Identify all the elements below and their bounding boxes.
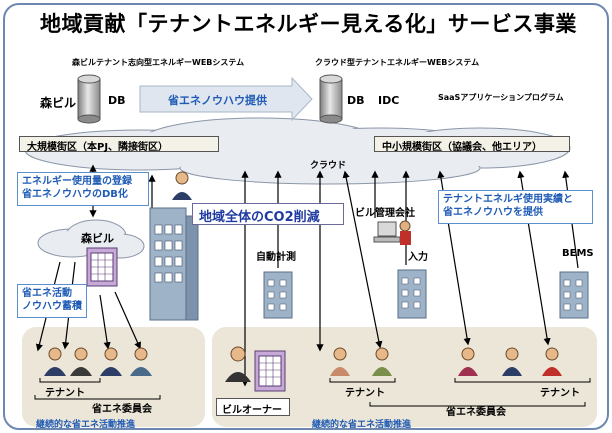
bottom-panel-left	[22, 327, 205, 427]
provide-note: テナントエネルギ使用実績と 省エネノウハウを提供	[438, 190, 593, 224]
tenant-mid-label: テナント	[345, 388, 385, 399]
continuous-left-label: 継続的な省エネ活動推進	[36, 420, 136, 430]
know-how-arrow-shape	[139, 76, 313, 122]
right-system-caption: クラウド型テナントエネルギーWEBシステム	[315, 58, 480, 67]
db-cylinder-left	[77, 74, 101, 124]
person-icons	[44, 171, 562, 382]
provide-note-line1: テナントエネルギ使用実績と	[443, 194, 573, 205]
small-district-label: 中小規模街区（協議会、他エリア）	[382, 142, 542, 153]
input-computer	[373, 220, 411, 245]
db-cylinder-right	[319, 74, 343, 124]
input-label: 入力	[408, 252, 428, 263]
building-mgmt-label: ビル管理会社	[355, 208, 415, 219]
continuous-right-label: 継続的な省エネ活動推進	[312, 420, 412, 430]
auto-measure-label: 自動計測	[256, 252, 296, 263]
connector-arrows	[35, 164, 579, 387]
building-auto-measure	[263, 271, 293, 319]
left-system-caption: 森ビルテナント志向型エネルギーWEBシステム	[72, 58, 245, 67]
activity-note-line1: 省エネ活動	[22, 288, 72, 299]
energy-db-note-line2: 省エネノウハウのDB化	[22, 189, 128, 200]
group-brackets	[34, 378, 591, 407]
know-how-arrow-label: 省エネノウハウ提供	[168, 94, 267, 107]
page-title: 地域貢献「テナントエネルギー見える化」サービス事業	[40, 12, 577, 36]
provide-note-line2: 省エネノウハウを提供	[443, 207, 543, 218]
outer-frame	[3, 3, 609, 430]
tenant-left-label: テナント	[45, 388, 85, 399]
owner-label: ビルオーナー	[222, 405, 282, 416]
db-left-label: DB	[108, 94, 126, 107]
tenant-right-label: テナント	[540, 388, 580, 399]
committee-left-label: 省エネ委員会	[92, 404, 152, 415]
activity-note-line2: ノウハウ蓄積	[22, 301, 82, 312]
energy-db-note-line1: エネルギー使用量の登録	[22, 176, 132, 187]
large-district-label: 大規模街区（本PJ、隣接街区）	[27, 142, 169, 153]
idc-label: IDC	[378, 94, 400, 107]
small-district-box	[374, 136, 570, 152]
owner-monitor	[254, 350, 286, 392]
mori-building	[149, 207, 199, 321]
owner-label-box	[216, 398, 290, 416]
large-district-box	[19, 136, 219, 152]
energy-monitor-left	[86, 247, 118, 287]
co2-reduction-label: 地域全体のCO2削減	[199, 210, 320, 225]
saas-label: SaaSアプリケーションプログラム	[438, 93, 564, 102]
bems-label: BEMS	[562, 248, 594, 259]
energy-db-note: エネルギー使用量の登録 省エネノウハウのDB化	[17, 172, 149, 206]
mori-building-label: 森ビル	[40, 96, 77, 110]
building-input	[397, 269, 427, 319]
building-bems	[559, 271, 589, 319]
mori-cloud-label: 森ビル	[81, 232, 114, 245]
cloud-label: クラウド	[310, 161, 347, 171]
committee-right-label: 省エネ委員会	[446, 407, 506, 418]
co2-reduction-box	[192, 203, 344, 225]
db-right-label: DB	[347, 94, 365, 107]
activity-note: 省エネ活動 ノウハウ蓄積	[17, 284, 87, 318]
